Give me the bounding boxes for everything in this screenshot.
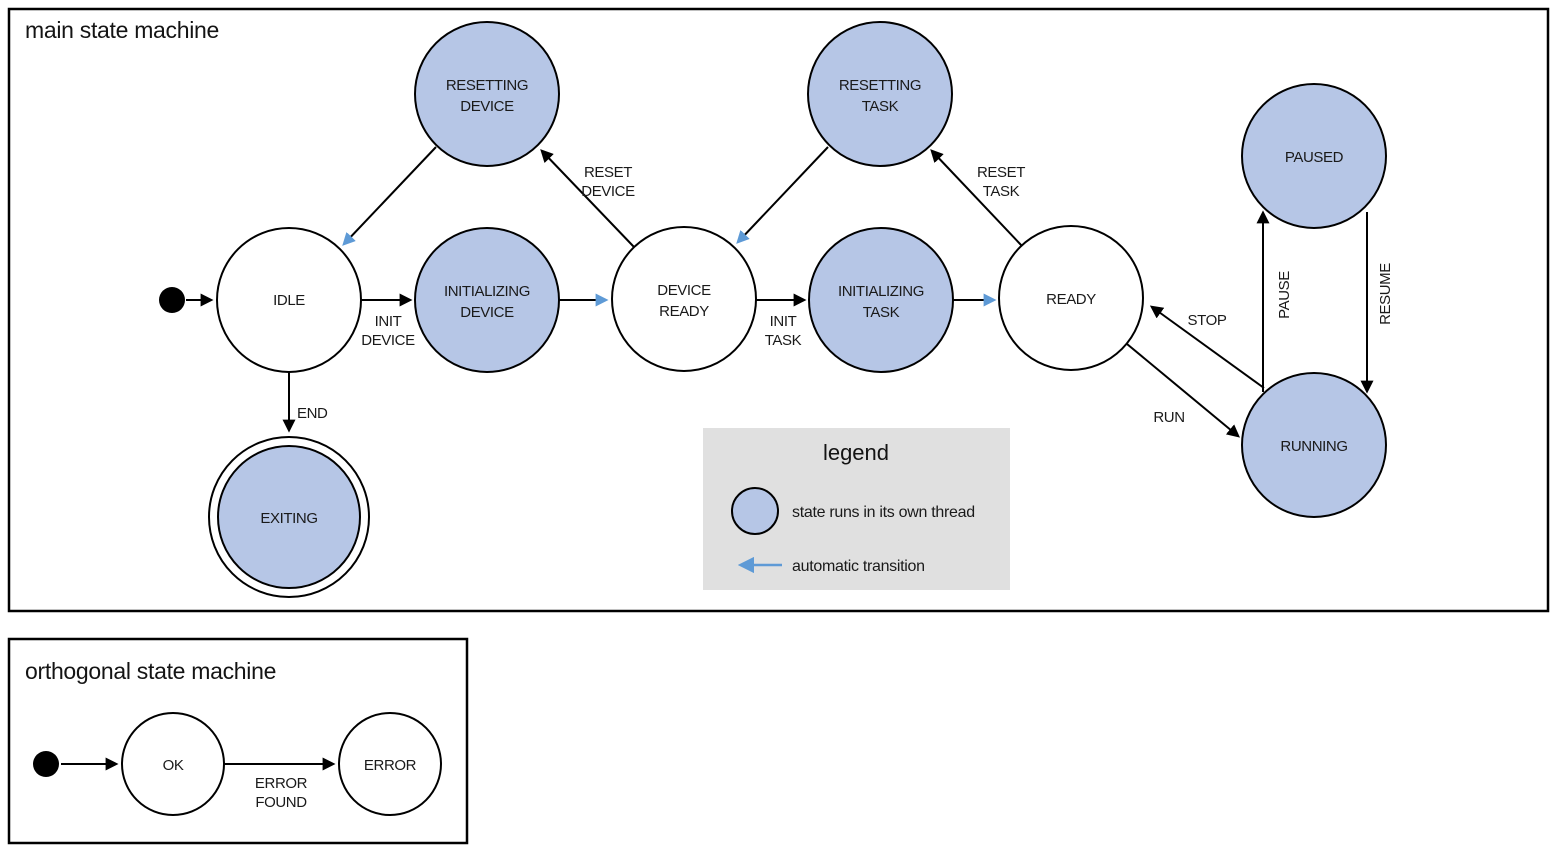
transition-end-label: END <box>297 405 328 422</box>
transition-auto-resettingtask-deviceready-arrow <box>736 146 829 244</box>
state-ready-label: READY <box>1046 291 1096 308</box>
transition-reset-task-arrow <box>930 149 1023 247</box>
legend: legend state runs in its own thread auto… <box>703 428 1010 590</box>
transition-init-task-label: INIT <box>770 313 797 330</box>
transition-reset-device-arrow <box>540 149 635 248</box>
state-idle: IDLE <box>216 227 362 373</box>
state-initializing-device: INITIALIZING DEVICE <box>414 227 560 373</box>
transition-pause-label: PAUSE <box>1276 271 1293 319</box>
orthogonal-state-machine: orthogonal state machine ERROR FOUND OK … <box>7 637 469 845</box>
main-state-machine-title: main state machine <box>25 17 219 43</box>
transition-auto-resettingdevice-idle-arrow <box>342 146 437 246</box>
state-error-label: ERROR <box>364 757 417 774</box>
orthogonal-state-machine-frame <box>7 637 469 845</box>
state-paused-label: PAUSED <box>1285 149 1344 166</box>
transition-run-arrow <box>1126 343 1241 438</box>
state-resetting-task-label: TASK <box>862 98 899 115</box>
state-ready: READY <box>998 225 1144 371</box>
initial-state-dot <box>159 287 185 313</box>
transition-reset-device-label: DEVICE <box>581 183 635 200</box>
state-device-ready: DEVICE READY <box>611 226 757 372</box>
transition-error-found-label: FOUND <box>255 794 307 811</box>
state-running: RUNNING <box>1241 372 1387 518</box>
legend-title: legend <box>823 440 889 465</box>
transition-reset-device-label: RESET <box>584 164 632 181</box>
state-initializing-task: INITIALIZING TASK <box>808 227 954 373</box>
state-exiting-label: EXITING <box>260 510 317 527</box>
transition-stop-arrow <box>1149 305 1265 389</box>
state-resetting-device-label: DEVICE <box>460 98 514 115</box>
transition-resume-label: RESUME <box>1377 263 1394 325</box>
transition-init-device-label: DEVICE <box>361 332 415 349</box>
legend-threaded-state-icon <box>731 487 779 535</box>
state-initializing-task-label: INITIALIZING <box>838 283 924 300</box>
state-initializing-task-label: TASK <box>863 304 900 321</box>
transition-error-found-label: ERROR <box>255 775 308 792</box>
orthogonal-state-machine-title: orthogonal state machine <box>25 658 276 684</box>
state-ok-label: OK <box>163 757 184 774</box>
state-idle-label: IDLE <box>273 292 305 309</box>
state-resetting-device-label: RESETTING <box>446 77 528 94</box>
state-initializing-device-label: DEVICE <box>460 304 514 321</box>
transition-stop-label: STOP <box>1188 312 1227 329</box>
transition-reset-task-label: TASK <box>983 183 1020 200</box>
main-state-machine: main state machine INIT DEVICE RESET DEV… <box>7 7 1550 613</box>
transition-init-task-label: TASK <box>765 332 802 349</box>
state-resetting-device: RESETTING DEVICE <box>414 21 560 167</box>
state-device-ready-label: READY <box>659 303 709 320</box>
initial-state-dot <box>33 751 59 777</box>
state-paused: PAUSED <box>1241 83 1387 229</box>
main-state-machine-frame <box>7 7 1550 613</box>
state-resetting-task: RESETTING TASK <box>807 21 953 167</box>
state-exiting: EXITING <box>208 436 370 598</box>
legend-item-label: state runs in its own thread <box>792 504 975 521</box>
state-error: ERROR <box>338 712 442 816</box>
legend-item-label: automatic transition <box>792 558 925 575</box>
transition-reset-task-label: RESET <box>977 164 1025 181</box>
state-resetting-task-label: RESETTING <box>839 77 921 94</box>
transition-init-device-label: INIT <box>375 313 402 330</box>
state-device-ready-label: DEVICE <box>657 282 711 299</box>
state-running-label: RUNNING <box>1280 438 1347 455</box>
state-ok: OK <box>121 712 225 816</box>
transition-run-label: RUN <box>1153 409 1184 426</box>
state-initializing-device-label: INITIALIZING <box>444 283 530 300</box>
